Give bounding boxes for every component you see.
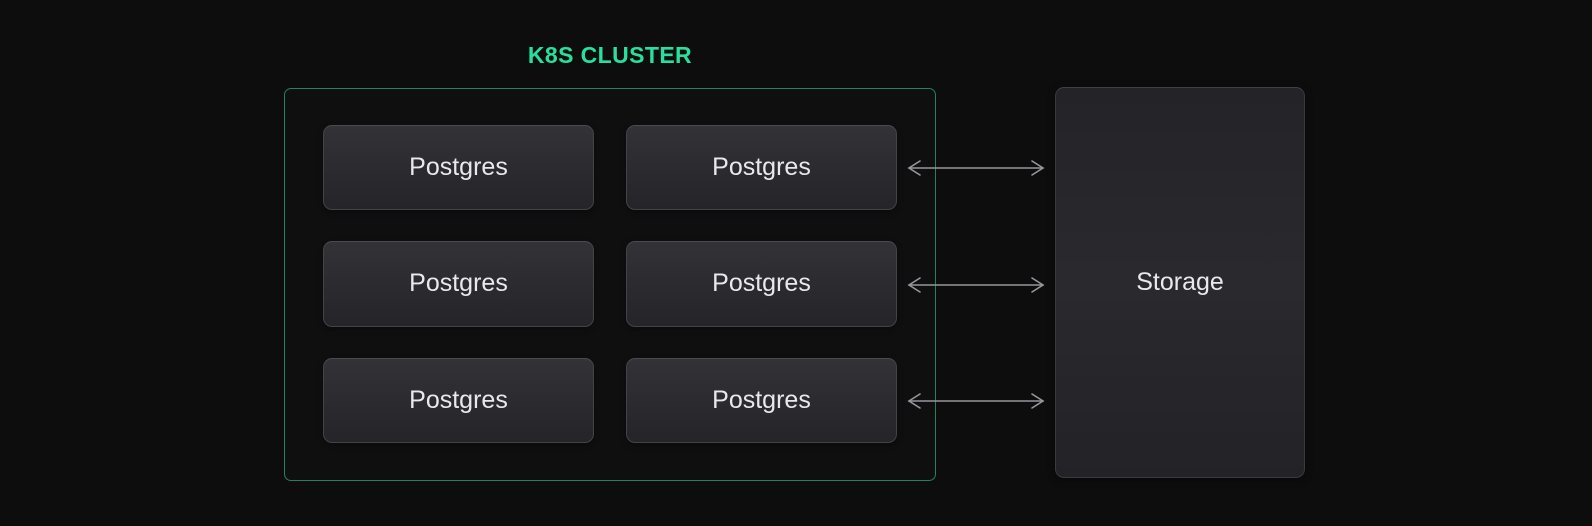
postgres-node: Postgres	[323, 241, 594, 327]
cluster-title: K8S CLUSTER	[527, 42, 693, 68]
postgres-node: Postgres	[626, 125, 897, 211]
storage-node: Storage	[1055, 87, 1305, 478]
postgres-node: Postgres	[626, 357, 897, 443]
postgres-node: Postgres	[323, 357, 594, 443]
postgres-node: Postgres	[323, 125, 594, 211]
storage-label: Storage	[1136, 268, 1224, 296]
postgres-node: Postgres	[626, 241, 897, 327]
